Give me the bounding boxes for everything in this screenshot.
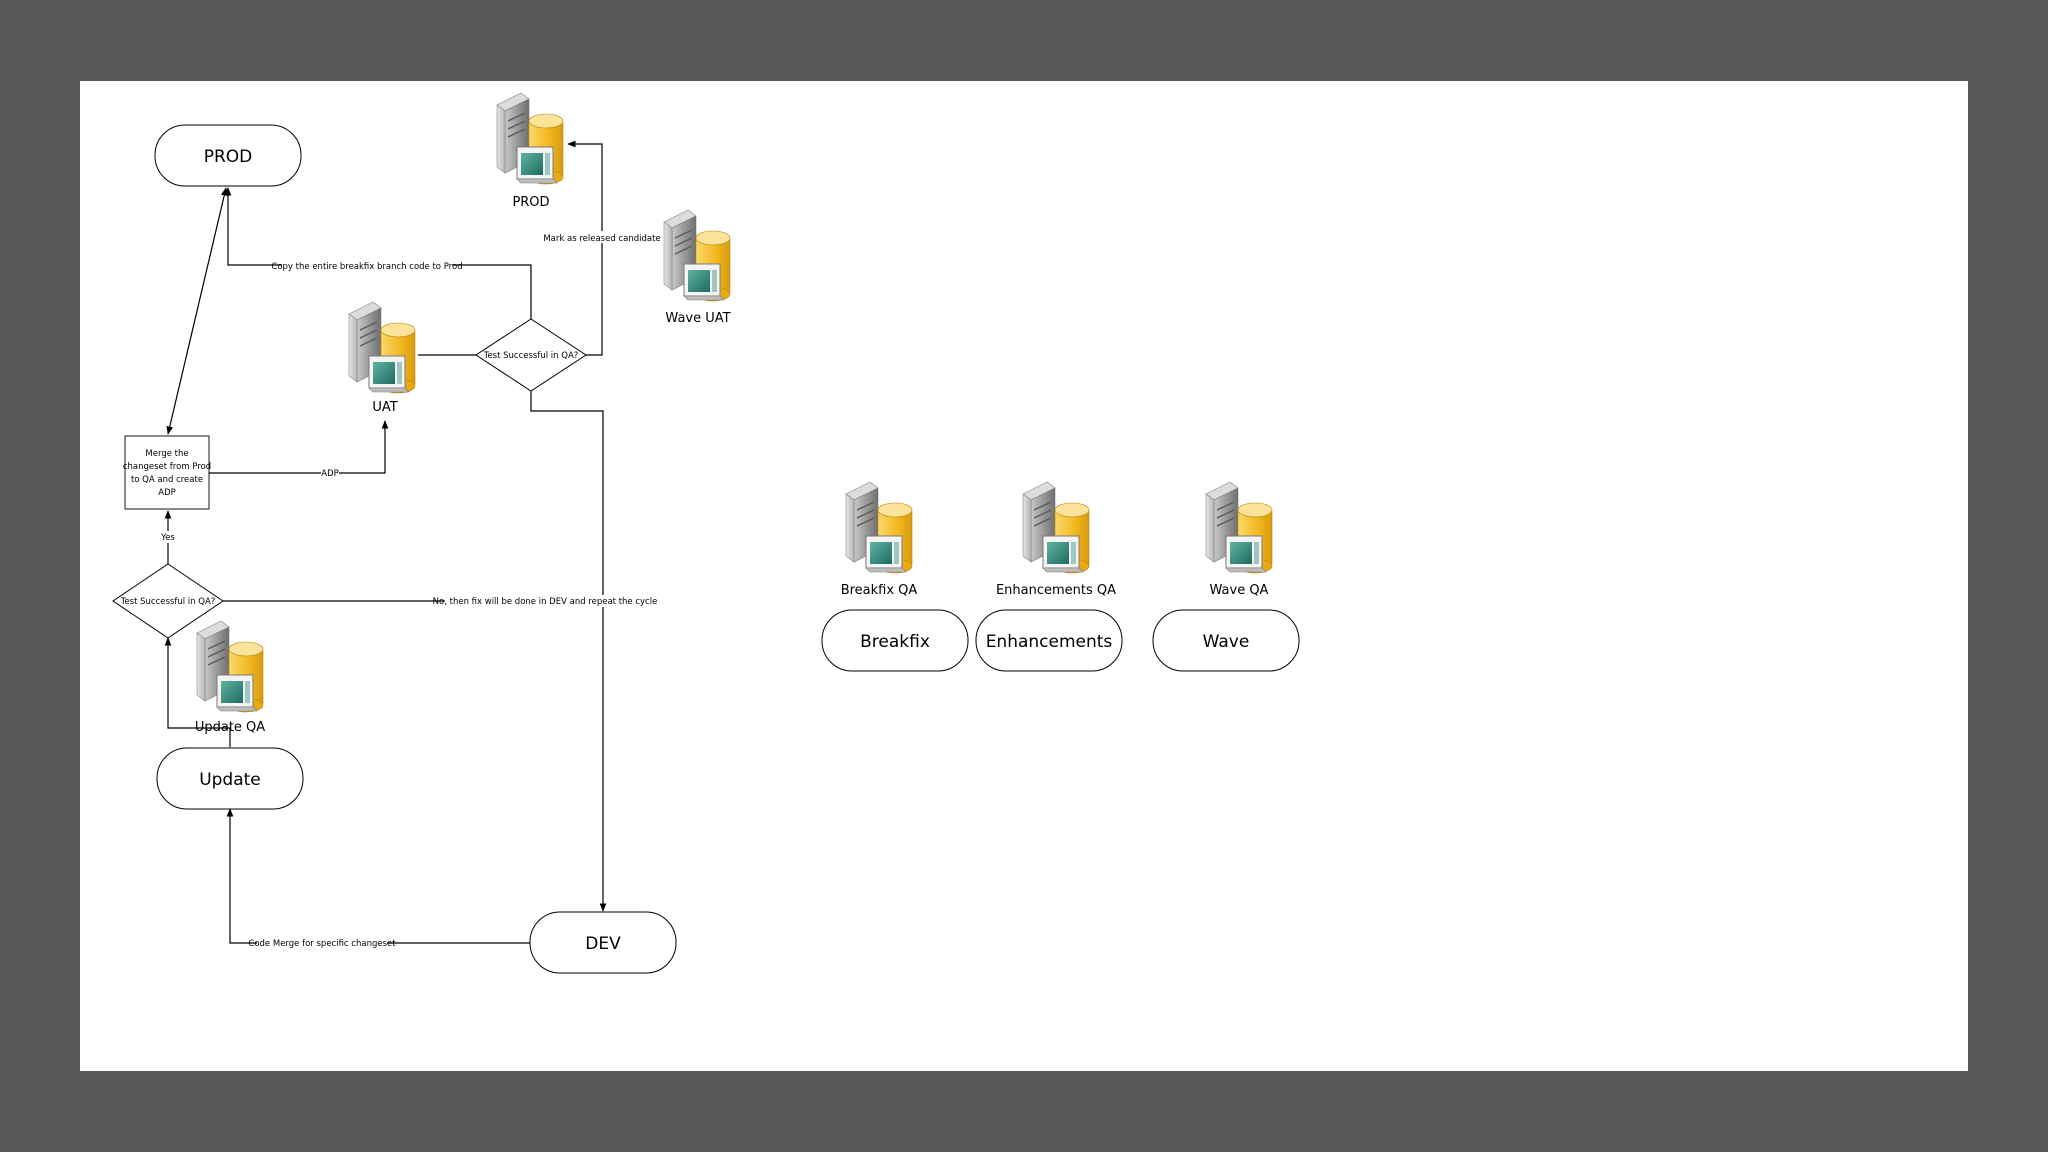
edge-mark-released [566,140,603,356]
server-wave-qa-label: Wave QA [1210,583,1269,598]
edge-fail-to-dev [530,391,607,912]
server-update-qa-label: Update QA [195,720,265,735]
terminal-wave-label: Wave [1203,632,1250,652]
server-update-qa-icon [196,620,264,713]
server-wave-uat-icon [663,209,731,302]
terminal-prod: PROD [154,124,302,187]
terminal-enhancements: Enhancements [975,609,1123,672]
terminal-wave: Wave [1152,609,1300,672]
server-breakfix-qa-icon [845,481,913,574]
process-merge-line-2: changeset from Prod [123,462,211,472]
diagram-canvas: PROD Update DEV Breakfix Enhancements Wa… [80,81,1968,1071]
edge-labels: Copy the entire breakfix branch code to … [159,231,661,949]
server-uat-label: UAT [372,400,397,415]
terminal-update-label: Update [199,770,261,790]
edge-label-code-merge: Code Merge for specific changeset [248,939,396,949]
edge-label-no-fix: No, then fix will be done in DEV and rep… [433,597,658,607]
edge-code-merge [226,808,532,944]
decision-qa-bottom-label: Test Successful in QA? [120,597,216,607]
server-enhancements-qa-label: Enhancements QA [996,583,1116,598]
edge-adp [209,420,389,474]
decision-qa-top: Test Successful in QA? [475,318,587,392]
decision-qa-bottom: Test Successful in QA? [112,563,224,639]
terminal-dev: DEV [529,911,677,974]
server-prod-icon [496,92,564,185]
edge-label-copy-to-prod: Copy the entire breakfix branch code to … [271,262,462,272]
process-merge-line-4: ADP [158,488,176,498]
server-prod-label: PROD [512,195,549,210]
edge-label-yes: Yes [160,533,175,543]
terminal-dev-label: DEV [585,934,621,954]
terminal-breakfix: Breakfix [821,609,969,672]
edge-prod-merge [166,187,228,435]
terminal-enhancements-label: Enhancements [986,632,1113,652]
server-wave-qa-icon [1205,481,1273,574]
flowchart: PROD Update DEV Breakfix Enhancements Wa… [112,92,1300,974]
terminal-breakfix-label: Breakfix [860,632,930,652]
edge-label-adp: ADP [321,469,339,479]
server-enhancements-qa-icon [1022,481,1090,574]
process-merge-line-3: to QA and create [131,475,203,485]
edge-update-decision [164,637,231,747]
terminal-update: Update [156,747,304,810]
decision-qa-top-label: Test Successful in QA? [483,351,579,361]
server-uat-icon [348,301,416,394]
process-merge-line-1: Merge the [145,449,188,459]
process-merge: Merge the changeset from Prod to QA and … [123,435,211,510]
edge-label-mark-released: Mark as released candidate [543,234,660,244]
edge-copy-to-prod [224,187,532,321]
server-breakfix-qa-label: Breakfix QA [841,583,918,598]
server-wave-uat-label: Wave UAT [665,311,730,326]
terminal-prod-label: PROD [204,147,253,167]
